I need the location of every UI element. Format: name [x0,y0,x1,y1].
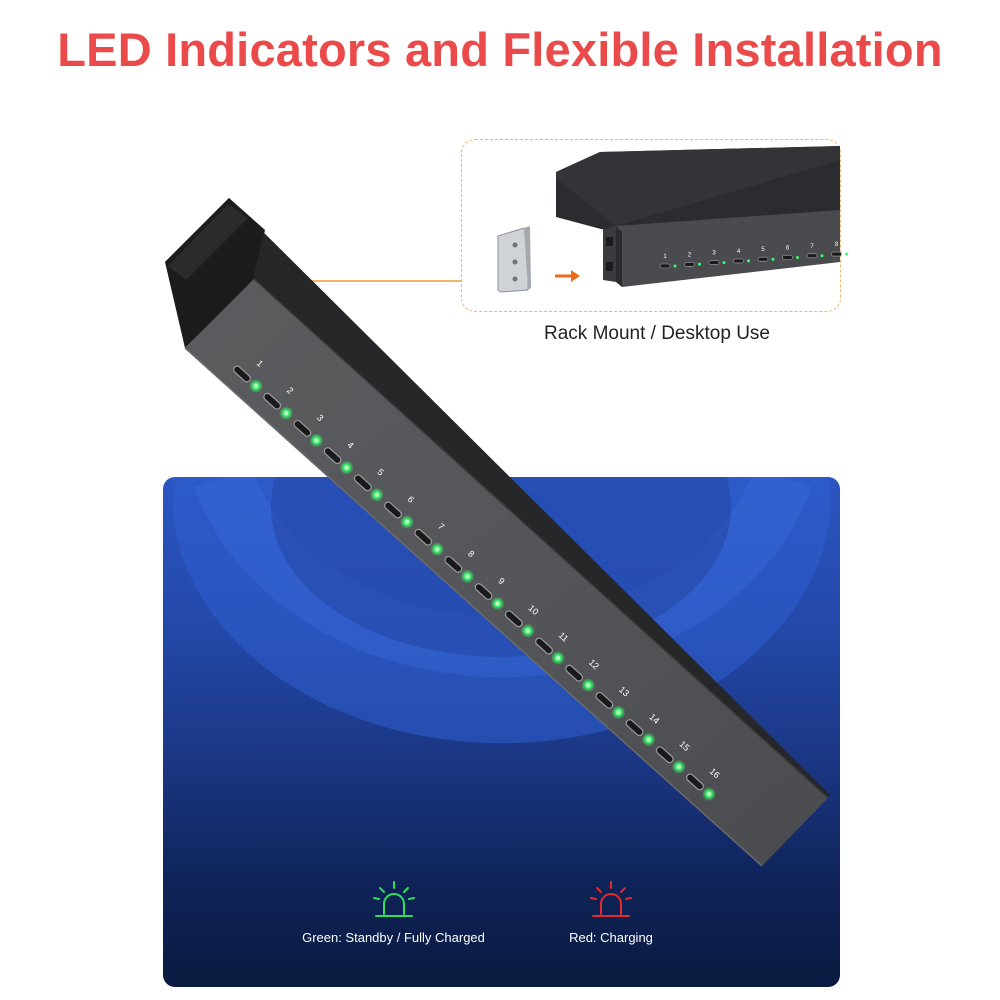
port-number-label: 12 [587,657,601,671]
port-number-label: 9 [496,576,506,587]
port-number-label: 8 [466,548,476,559]
hub-front-face [185,279,828,866]
legend-red-label: Red: Charging [569,930,653,945]
page-title: LED Indicators and Flexible Installation [57,23,943,76]
legend-green: Green: Standby / Fully Charged [296,880,491,945]
siren-icon [590,881,632,917]
port-number-label: 14 [647,712,661,726]
port-number-label: 2 [285,385,295,396]
legend-red: Red: Charging [558,880,664,945]
hub-port: 12 [565,657,601,693]
hub-port: 6 [384,494,416,529]
port-number-label: 7 [436,521,446,532]
port-number-label: 16 [708,766,722,780]
hub-port: 10 [504,603,541,638]
port-number-label: 1 [255,358,265,369]
hub-port: 2 [263,385,295,421]
hub-port: 13 [595,684,631,720]
hub-port: 16 [686,766,722,801]
port-number-label: 5 [375,467,385,478]
port-number-label: 6 [406,494,416,505]
port-number-label: 13 [617,684,631,698]
hub-port: 14 [625,712,661,747]
port-number-label: 3 [315,412,325,423]
hub-port: 15 [655,739,692,774]
inset-caption: Rack Mount / Desktop Use [544,323,770,344]
hub-port: 8 [444,548,476,584]
port-number-label: 4 [345,440,355,451]
siren-icon [372,881,415,917]
legend-green-label: Green: Standby / Fully Charged [302,930,485,945]
hub-port: 1 [233,358,265,393]
port-number-label: 15 [677,739,691,753]
hub-port: 9 [474,576,507,611]
hub-end-cap [165,198,265,348]
hub-port: 5 [353,467,386,502]
hub-port: 7 [414,521,446,557]
port-number-label: 10 [526,603,540,617]
hub-port: 4 [323,440,356,475]
hub-port: 3 [293,412,325,448]
